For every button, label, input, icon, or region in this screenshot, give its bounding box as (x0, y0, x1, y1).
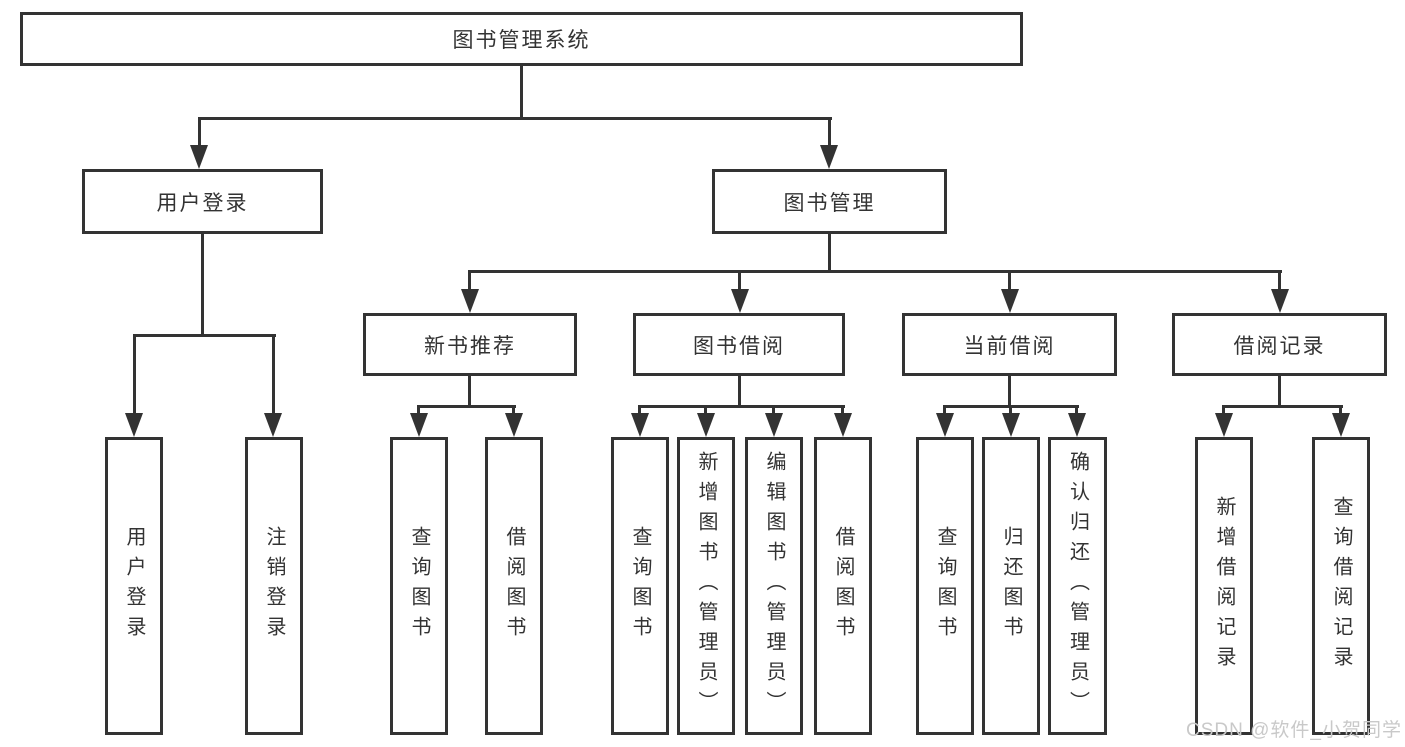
connector-hline (639, 405, 845, 408)
watermark-text: CSDN @软件_小贺同学 (1186, 720, 1402, 741)
node-user-login: 用户登录 (82, 169, 323, 234)
connector-vline (520, 66, 523, 120)
arrow-down-icon (190, 145, 208, 169)
connector-hline (418, 405, 516, 408)
connector-vline (1222, 405, 1225, 417)
arrow-down-icon (765, 413, 783, 437)
connector-hline (1223, 405, 1343, 408)
connector-hline (469, 270, 1282, 273)
arrow-down-icon (1271, 289, 1289, 313)
node-book-management: 图书管理 (712, 169, 947, 234)
node-current-borrowing: 当前借阅 (902, 313, 1117, 376)
node-library-management-system: 图书管理系统 (20, 12, 1023, 66)
connector-vline (738, 270, 741, 292)
leaf-borrow-books-recommend: 借阅图书 (485, 437, 543, 735)
connector-vline (133, 334, 136, 416)
connector-vline (1008, 270, 1011, 292)
arrow-down-icon (505, 413, 523, 437)
leaf-query-books-current: 查询图书 (916, 437, 974, 735)
connector-vline (1009, 405, 1012, 417)
arrow-down-icon (410, 413, 428, 437)
leaf-add-borrow-record: 新增借阅记录 (1195, 437, 1253, 735)
leaf-query-books-borrowing: 查询图书 (611, 437, 669, 735)
connector-vline (1278, 270, 1281, 292)
leaf-edit-books-admin: 编辑图书（管理员） (745, 437, 803, 735)
leaf-logout-login: 注销登录 (245, 437, 303, 735)
connector-vline (828, 233, 831, 273)
arrow-down-icon (1332, 413, 1350, 437)
arrow-down-icon (1002, 413, 1020, 437)
leaf-borrow-books-borrowing: 借阅图书 (814, 437, 872, 735)
arrow-down-icon (820, 145, 838, 169)
connector-vline (468, 375, 471, 408)
connector-vline (943, 405, 946, 417)
arrow-down-icon (264, 413, 282, 437)
arrow-down-icon (125, 413, 143, 437)
connector-vline (1075, 405, 1078, 417)
connector-vline (828, 117, 831, 149)
connector-vline (417, 405, 420, 417)
connector-vline (1339, 405, 1342, 417)
arrow-down-icon (1001, 289, 1019, 313)
connector-vline (704, 405, 707, 417)
connector-vline (841, 405, 844, 417)
arrow-down-icon (1068, 413, 1086, 437)
connector-vline (638, 405, 641, 417)
arrow-down-icon (936, 413, 954, 437)
connector-vline (468, 270, 471, 292)
arrow-down-icon (461, 289, 479, 313)
connector-vline (772, 405, 775, 417)
leaf-user-login: 用户登录 (105, 437, 163, 735)
arrow-down-icon (731, 289, 749, 313)
leaf-add-books-admin: 新增图书（管理员） (677, 437, 735, 735)
connector-hline (133, 334, 276, 337)
connector-vline (198, 117, 201, 149)
connector-vline (738, 375, 741, 408)
connector-vline (1008, 375, 1011, 408)
arrow-down-icon (697, 413, 715, 437)
arrow-down-icon (1215, 413, 1233, 437)
node-borrowing-records: 借阅记录 (1172, 313, 1387, 376)
leaf-confirm-return-admin: 确认归还（管理员） (1048, 437, 1107, 735)
leaf-query-borrow-record: 查询借阅记录 (1312, 437, 1370, 735)
leaf-return-books: 归还图书 (982, 437, 1040, 735)
node-new-book-recommendation: 新书推荐 (363, 313, 577, 376)
connector-vline (272, 334, 275, 416)
connector-vline (201, 232, 204, 337)
leaf-query-books-recommend: 查询图书 (390, 437, 448, 735)
connector-vline (512, 405, 515, 417)
arrow-down-icon (834, 413, 852, 437)
arrow-down-icon (631, 413, 649, 437)
connector-hline (198, 117, 832, 120)
connector-vline (1278, 375, 1281, 408)
node-book-borrowing: 图书借阅 (633, 313, 845, 376)
